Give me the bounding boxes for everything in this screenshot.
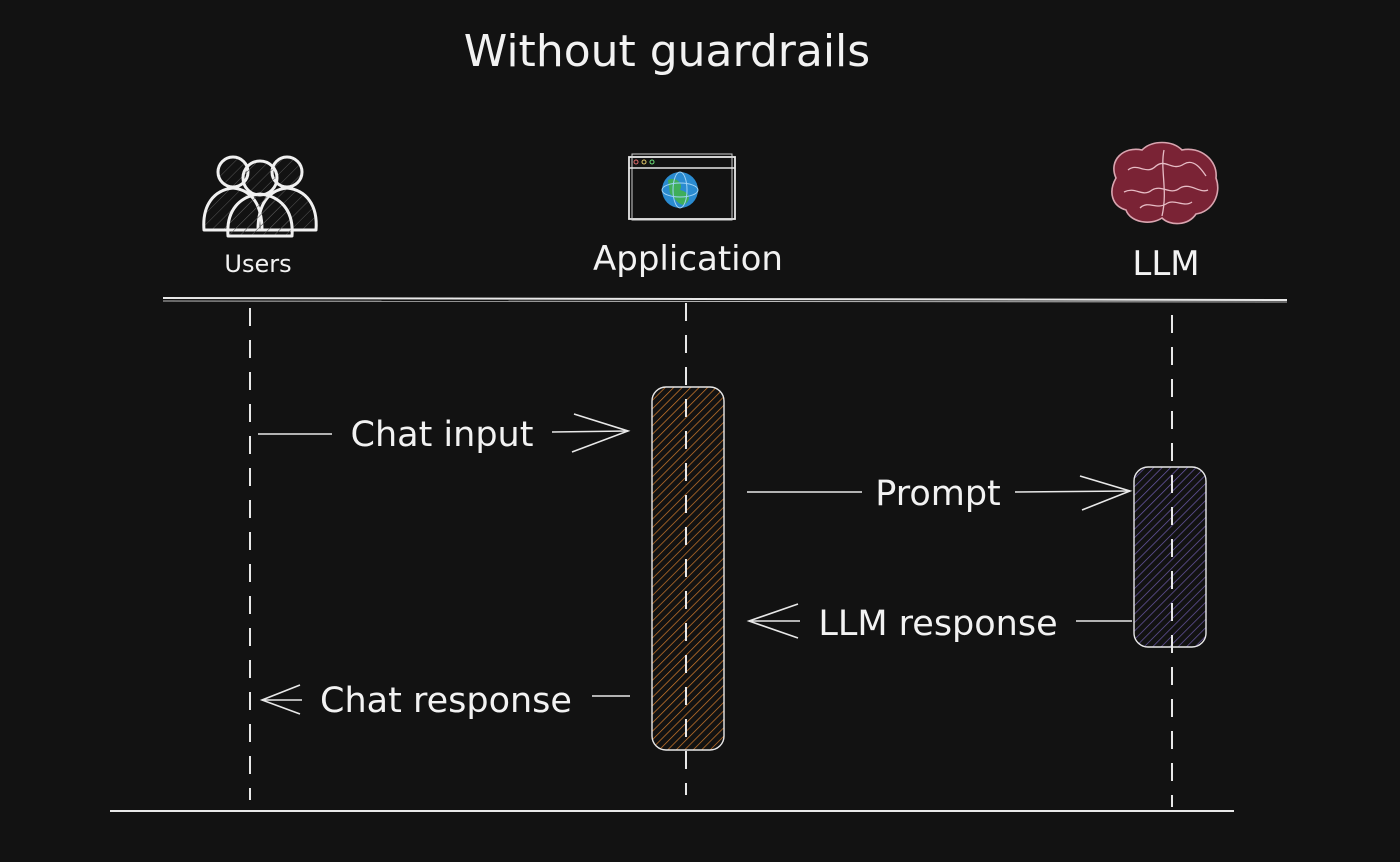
- llm-response-label: LLM response: [818, 604, 1057, 644]
- message-chat-input: [258, 413, 631, 453]
- llm-label: LLM: [1132, 244, 1199, 284]
- chat-response-label: Chat response: [320, 681, 572, 721]
- message-chat-response: [259, 684, 630, 715]
- users-label: Users: [224, 250, 291, 278]
- arrowhead-left-icon: [259, 684, 301, 715]
- chat-input-label: Chat input: [351, 415, 534, 455]
- arrowhead-right-icon: [1079, 475, 1133, 511]
- brain-icon: [1111, 141, 1219, 225]
- message-prompt: [747, 475, 1133, 511]
- llm-activation-bar: [1133, 466, 1207, 648]
- arrowhead-left-icon: [746, 603, 799, 639]
- browser-globe-icon: [628, 153, 736, 221]
- diagram-title: Without guardrails: [464, 26, 870, 77]
- message-llm-response: [746, 603, 1132, 639]
- application-activation-bar: [651, 386, 725, 751]
- arrowhead-right-icon: [571, 413, 631, 453]
- prompt-label: Prompt: [875, 474, 1001, 514]
- users-icon: [202, 155, 318, 238]
- header-divider: [162, 297, 1288, 301]
- application-label: Application: [593, 239, 783, 279]
- header-divider-shadow: [162, 300, 1288, 303]
